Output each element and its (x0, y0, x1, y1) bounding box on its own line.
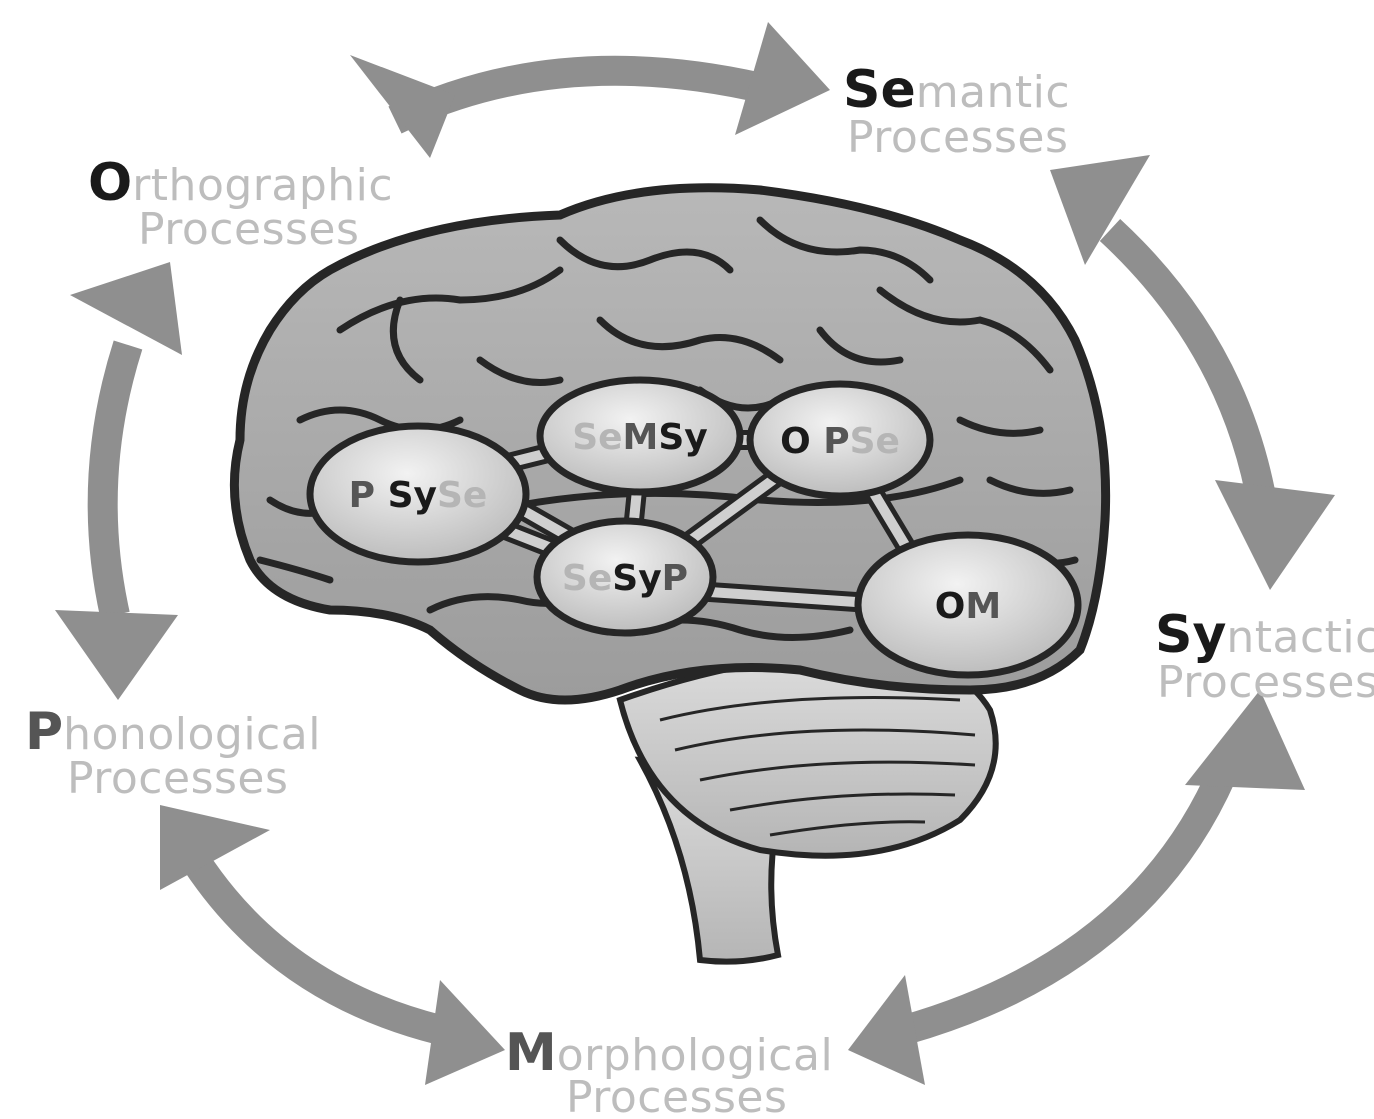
node-sesyp: SeSyP (533, 517, 717, 637)
node-part: P (823, 421, 849, 462)
label-line2: Processes (67, 753, 288, 804)
arrowhead-top (70, 262, 182, 355)
node-label: O PSe (780, 421, 900, 462)
label-initial: Se (843, 60, 916, 120)
label-initial: P (25, 702, 63, 762)
node-part: M (623, 417, 659, 458)
label-line2: Processes (138, 204, 359, 255)
node-label: OM (935, 586, 1001, 627)
arrow-orthographic-semantic (350, 22, 830, 158)
node-semsy: SeMSy (536, 376, 744, 496)
node-part: Sy (388, 475, 437, 516)
node-part: Sy (658, 417, 707, 458)
node-part: P (349, 475, 388, 516)
node-part: O (780, 421, 823, 462)
label-line2: Processes (1157, 657, 1374, 708)
node-part: M (965, 586, 1001, 627)
label-line1: Semantic (843, 60, 1070, 120)
label-syntactic: Syntactic Processes (1155, 605, 1374, 708)
arrowhead-bottom (425, 980, 505, 1085)
label-line1: Phonological (25, 702, 321, 762)
arrow-semantic-syntactic (1050, 155, 1335, 590)
node-opse: O PSe (746, 380, 934, 500)
node-om: OM (854, 531, 1082, 679)
node-psyse: P SySe (306, 422, 530, 566)
arrowhead-top (1050, 155, 1150, 265)
label-morphological: Morphological Processes (505, 1023, 833, 1119)
arrowhead-bottom (55, 610, 178, 700)
node-part: Se (572, 417, 622, 458)
label-phonological: Phonological Processes (25, 702, 321, 804)
arrow-orthographic-phonological (55, 262, 182, 700)
label-line1: Syntactic (1155, 605, 1374, 665)
label-initial: O (88, 153, 132, 213)
arrowhead-top (160, 805, 270, 890)
label-rest: ntactic (1226, 612, 1374, 663)
label-line1: Orthographic (88, 153, 393, 213)
node-label: SeSyP (562, 558, 688, 599)
label-line1: Morphological (505, 1023, 833, 1083)
label-rest: orphological (557, 1030, 833, 1081)
label-initial: Sy (1155, 605, 1226, 665)
arrowhead-left (350, 55, 455, 158)
arrowhead-bottom (848, 975, 925, 1085)
process-arrows (55, 22, 1335, 1085)
label-semantic: Semantic Processes (843, 60, 1070, 163)
arrow-phonological-morphological (160, 805, 505, 1085)
label-line2: Processes (566, 1072, 787, 1119)
node-part: O (935, 586, 966, 627)
label-rest: rthographic (132, 160, 393, 211)
label-rest: honological (63, 709, 321, 760)
node-part: P (662, 558, 688, 599)
node-label: P SySe (349, 475, 488, 516)
arrow-syntactic-morphological (848, 690, 1305, 1085)
label-rest: mantic (916, 67, 1070, 118)
cerebellum-folds (659, 696, 976, 837)
node-part: Se (437, 475, 487, 516)
node-part: Se (562, 558, 612, 599)
arrowhead-right (735, 22, 830, 135)
arrowhead-bottom (1215, 480, 1335, 590)
node-part: Se (850, 421, 900, 462)
node-label: SeMSy (572, 417, 708, 458)
label-orthographic: Orthographic Processes (88, 153, 393, 255)
label-initial: M (505, 1023, 557, 1083)
arrowhead-top (1185, 690, 1305, 790)
label-line2: Processes (847, 112, 1068, 163)
node-part: Sy (612, 558, 661, 599)
